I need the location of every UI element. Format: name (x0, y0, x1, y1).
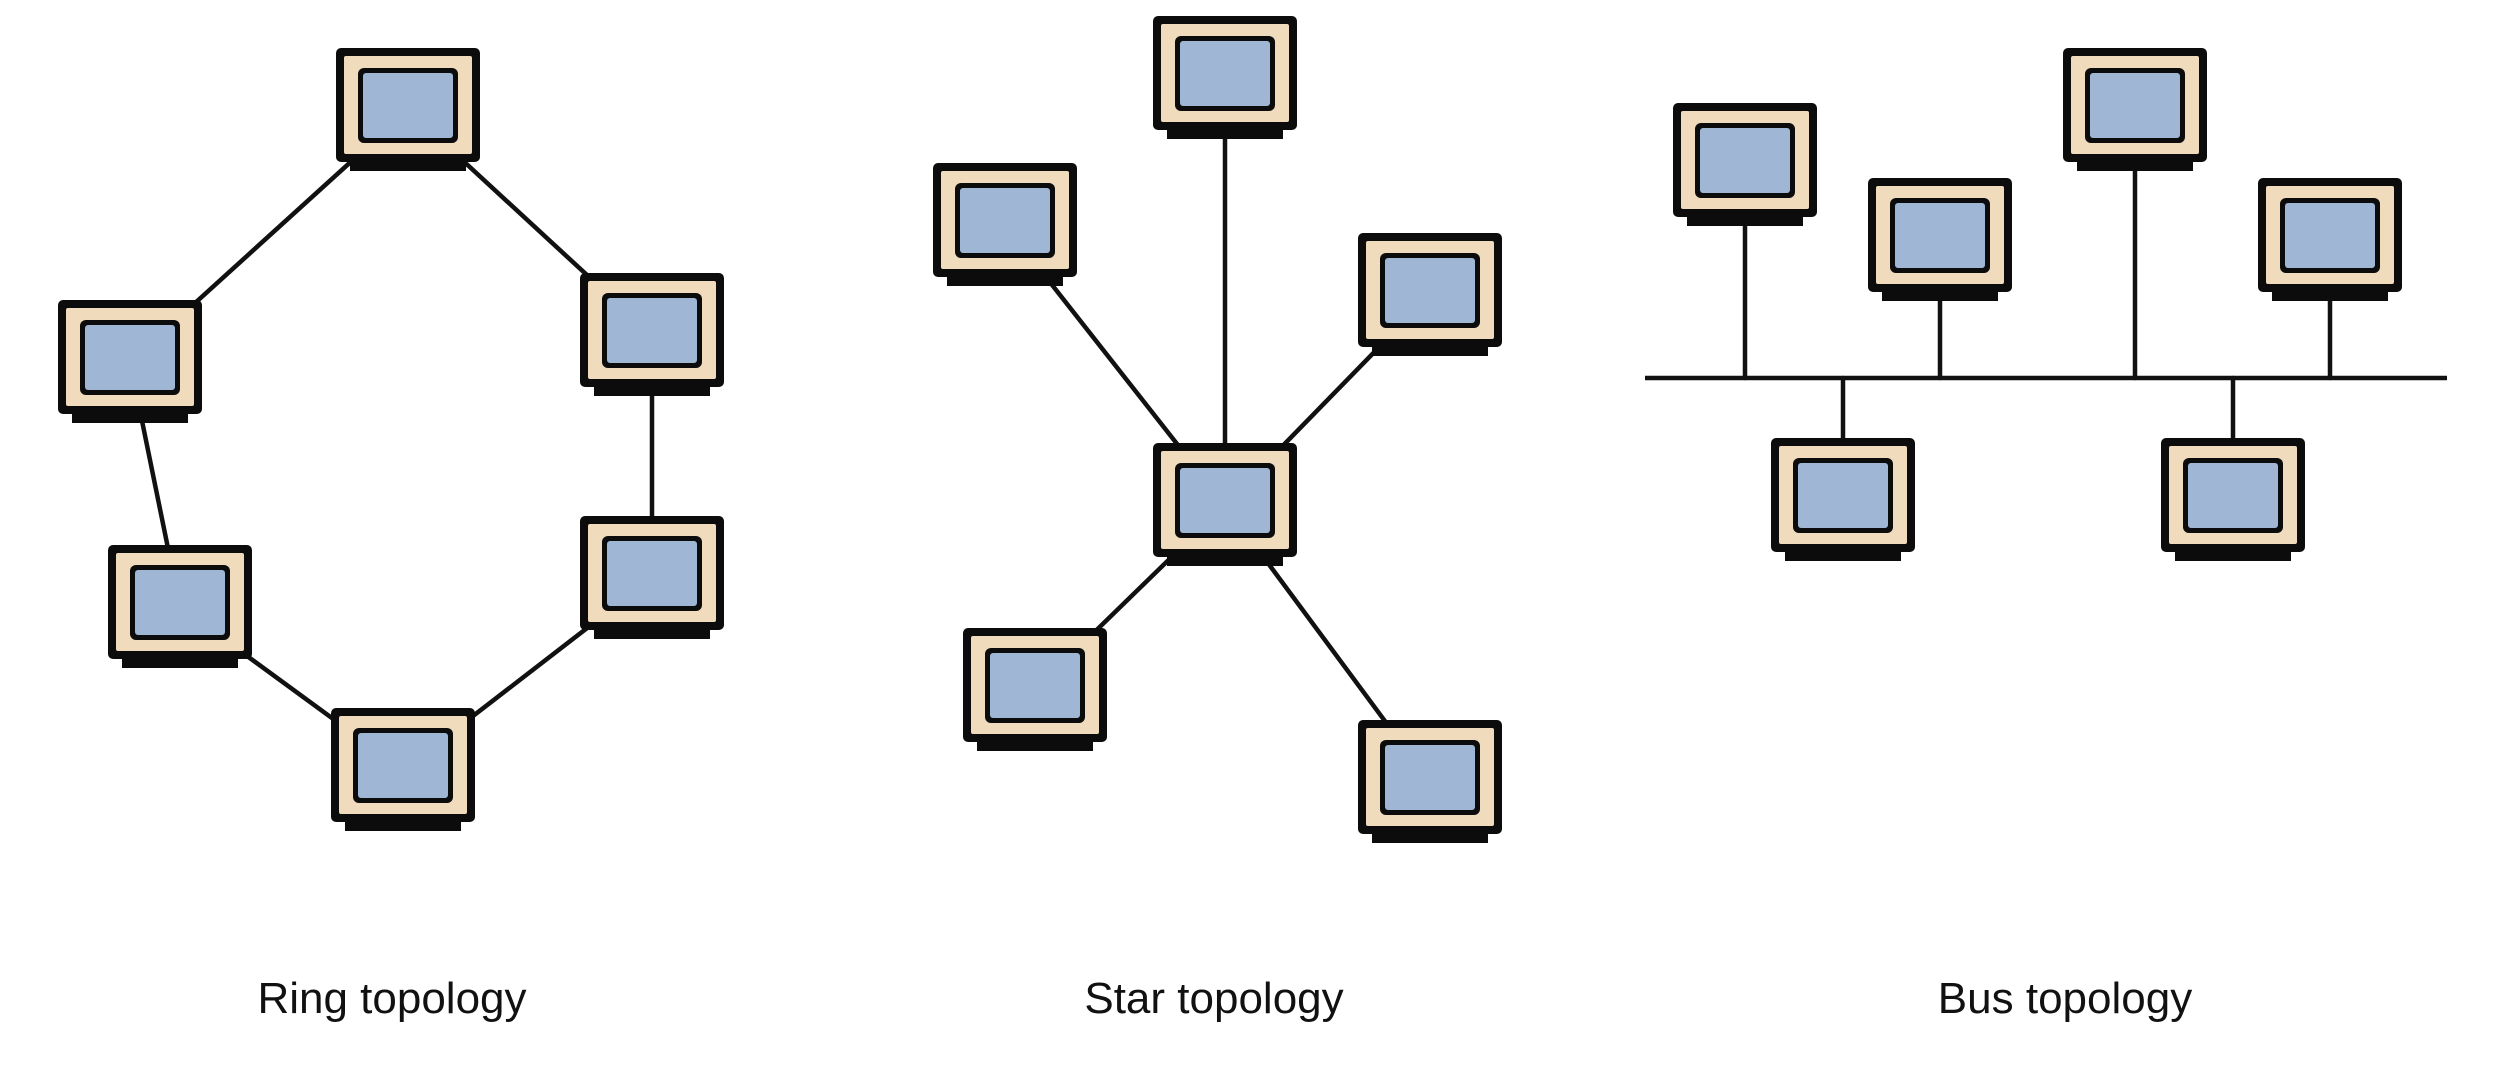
computer-monitor-icon (933, 163, 1077, 286)
computer-monitor-icon (1771, 438, 1915, 561)
computer-monitor-icon (1153, 16, 1297, 139)
computer-monitor-icon (1153, 443, 1297, 566)
bus-nodes (1673, 48, 2402, 561)
computer-monitor-icon (331, 708, 475, 831)
ring-topology: Ring topology (58, 48, 724, 1023)
star-topology: Star topology (933, 16, 1502, 1023)
star-caption: Star topology (1084, 974, 1343, 1023)
computer-monitor-icon (1868, 178, 2012, 301)
computer-monitor-icon (2258, 178, 2402, 301)
computer-monitor-icon (336, 48, 480, 171)
computer-monitor-icon (580, 516, 724, 639)
computer-monitor-icon (108, 545, 252, 668)
ring-caption: Ring topology (257, 974, 526, 1023)
computer-monitor-icon (963, 628, 1107, 751)
bus-topology: Bus topology (1645, 48, 2447, 1023)
computer-monitor-icon (1358, 720, 1502, 843)
ring-links (127, 107, 655, 773)
computer-monitor-icon (580, 273, 724, 396)
computer-monitor-icon (1358, 233, 1502, 356)
star-nodes (933, 16, 1502, 843)
bus-caption: Bus topology (1938, 974, 2192, 1023)
computer-monitor-icon (2063, 48, 2207, 171)
computer-monitor-icon (2161, 438, 2305, 561)
ring-nodes (58, 48, 724, 831)
computer-monitor-icon (1673, 103, 1817, 226)
computer-monitor-icon (58, 300, 202, 423)
